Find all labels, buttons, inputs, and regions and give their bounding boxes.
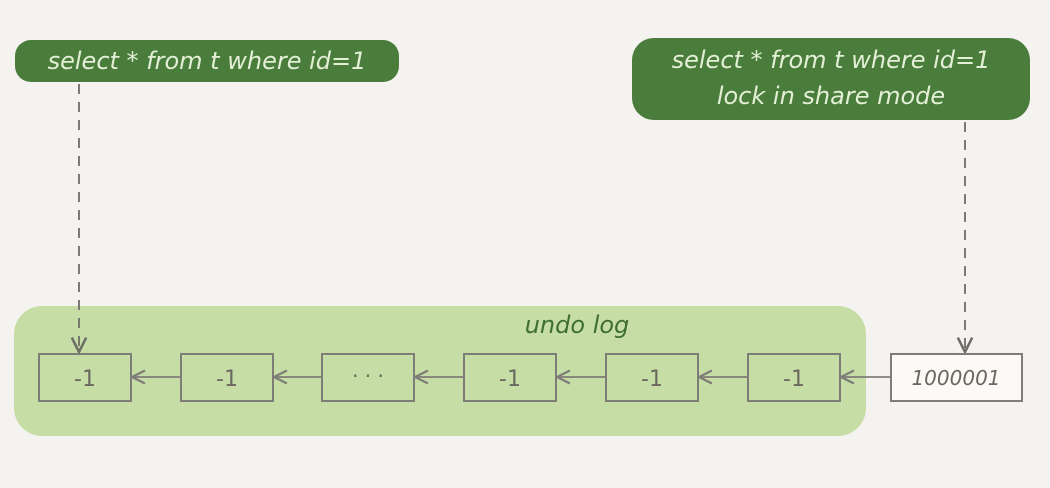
right-query-line1: select * from t where id=1 xyxy=(672,46,991,74)
left-query-background xyxy=(15,40,399,82)
version-box-2-label: -1 xyxy=(216,367,238,392)
undo-log-background xyxy=(14,306,866,436)
version-box-6-label: -1 xyxy=(783,367,805,392)
left-query: select * from t where id=1 xyxy=(15,40,399,82)
current-row-box xyxy=(890,353,1023,402)
current-row-value: 1000001 xyxy=(911,366,1000,390)
version-box-3-label: · · · xyxy=(352,364,384,388)
version-box-4-label: -1 xyxy=(499,367,521,392)
right-query-line2: lock in share mode xyxy=(717,82,945,110)
right-query: select * from t where id=1 lock in share… xyxy=(632,38,1030,120)
right-query-background xyxy=(632,38,1030,120)
version-box-1-label: -1 xyxy=(74,367,96,392)
undo-log-region: undo log xyxy=(14,306,866,436)
undo-log-label: undo log xyxy=(525,311,630,339)
version-box-5-label: -1 xyxy=(641,367,663,392)
left-query-text: select * from t where id=1 xyxy=(48,47,367,75)
